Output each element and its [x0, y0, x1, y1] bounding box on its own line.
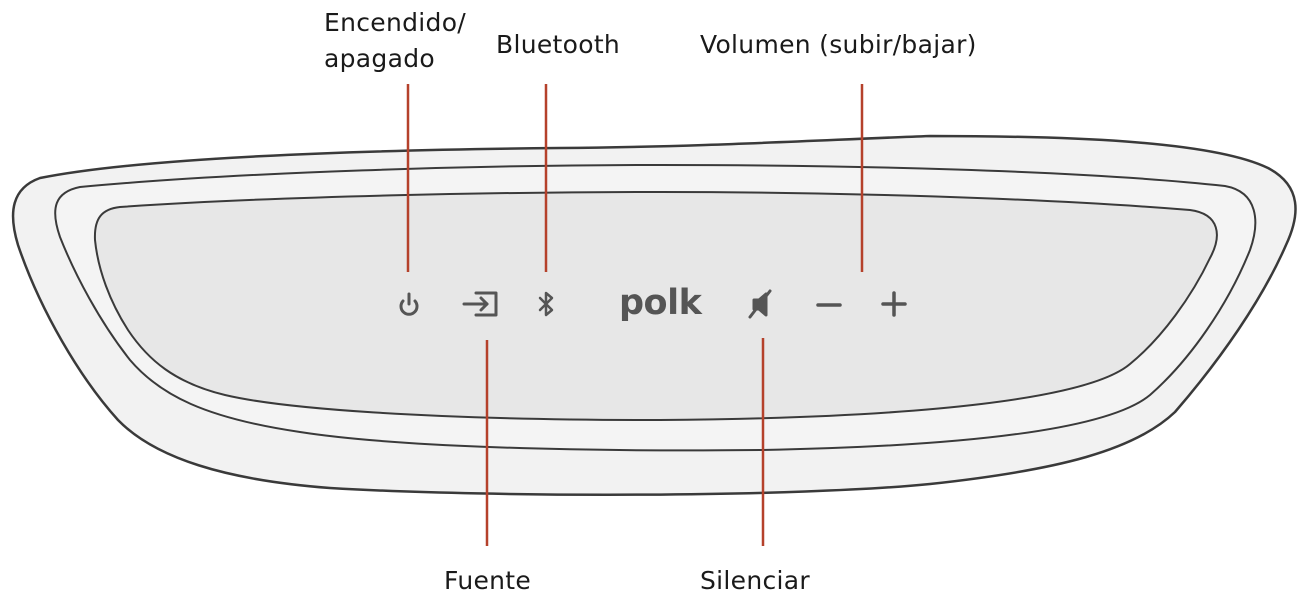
volume-label: Volumen (subir/bajar)	[700, 30, 977, 59]
volume-up-icon	[881, 291, 907, 317]
bluetooth-label: Bluetooth	[496, 30, 621, 59]
bluetooth-icon	[538, 291, 554, 317]
mute-label: Silenciar	[700, 566, 810, 595]
brand-logo: polk	[619, 283, 702, 323]
soundbar-top-panel	[93, 190, 1218, 422]
source-label: Fuente	[444, 566, 532, 595]
mute-icon	[748, 289, 772, 319]
power-label-line-2: apagado	[324, 44, 435, 73]
power-icon	[399, 292, 419, 316]
power-label-line-1: Encendido/	[324, 8, 467, 37]
source-input-icon	[462, 291, 498, 317]
